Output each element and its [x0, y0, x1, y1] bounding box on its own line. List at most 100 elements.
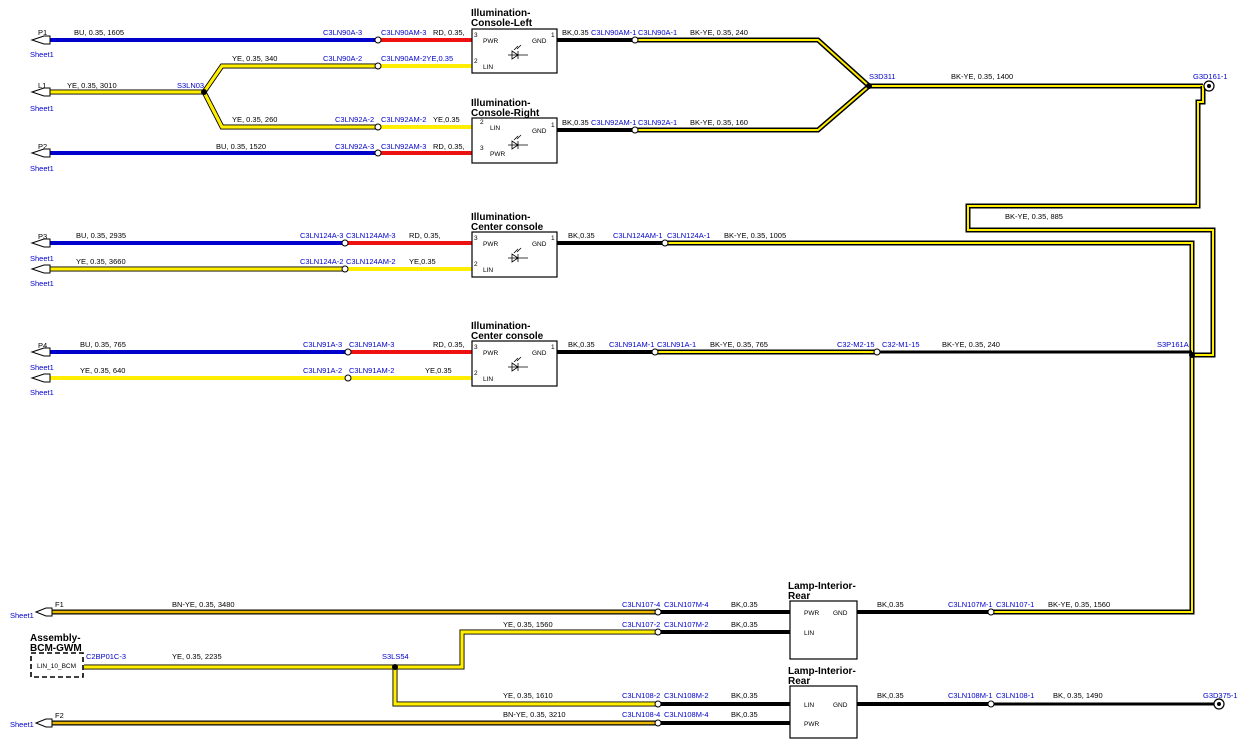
port-arrow-icon[interactable] [30, 347, 51, 357]
connector-id[interactable]: C3LN107-4 [622, 600, 660, 609]
ground-g3d375[interactable] [1213, 698, 1225, 710]
connector-id[interactable]: C3LN108M-2 [664, 691, 709, 700]
connector-id[interactable]: C3LN124AM-2 [346, 257, 396, 266]
connector-id[interactable]: C3LN90A-2 [323, 54, 362, 63]
connector-id[interactable]: C3LN92A-3 [335, 142, 374, 151]
port-arrow-icon[interactable] [30, 238, 51, 248]
connector-id[interactable]: C3LN92AM-3 [381, 142, 426, 151]
splice-label[interactable]: S3P161A [1157, 340, 1189, 349]
connector-id[interactable]: C3LN107M-1 [948, 600, 993, 609]
wire-ye1560[interactable] [395, 630, 656, 669]
inline-connector-c92a1[interactable] [631, 126, 639, 134]
connector-id[interactable]: C3LN108-1 [996, 691, 1034, 700]
connector-id[interactable]: C3LN91AM-2 [349, 366, 394, 375]
sheet-link[interactable]: Sheet1 [30, 279, 54, 288]
splice-s3d311[interactable] [866, 83, 872, 89]
sheet-link[interactable]: Sheet1 [30, 164, 54, 173]
port-arrow-icon[interactable] [34, 718, 53, 728]
connector-id[interactable]: C3LN92A-2 [335, 115, 374, 124]
sheet-link[interactable]: Sheet1 [10, 720, 34, 729]
wire-ye340[interactable] [202, 64, 376, 93]
connector-id[interactable]: C2BP01C-3 [86, 652, 126, 661]
splice-s3ls54[interactable] [392, 664, 398, 670]
port-label-p3[interactable]: P3 [38, 232, 47, 241]
splice-s3ln03[interactable] [201, 89, 207, 95]
inline-connector-c124a2[interactable] [341, 265, 349, 273]
connector-id[interactable]: C3LN124AM-1 [613, 231, 663, 240]
component-lamp-interior-rear-1[interactable]: Lamp-Interior- Rear PWR LIN GND [788, 581, 858, 660]
connector-id[interactable]: C3LN107M-4 [664, 600, 709, 609]
inline-connector-c1084[interactable] [654, 719, 662, 727]
inline-connector-c1071[interactable] [987, 608, 995, 616]
port-arrow-icon[interactable] [30, 264, 51, 274]
connector-id[interactable]: C3LN90AM-1 [591, 28, 636, 37]
sheet-link[interactable]: Sheet1 [10, 611, 34, 620]
inline-connector-c1072[interactable] [654, 628, 662, 636]
connector-id[interactable]: C3LN107-1 [996, 600, 1034, 609]
inline-connector-c91a2[interactable] [344, 374, 352, 382]
component-console-right[interactable]: Illumination- Console-Right LIN PWR GND … [471, 98, 558, 164]
port-label-l1[interactable]: L1 [38, 81, 46, 90]
sheet-link[interactable]: Sheet1 [30, 388, 54, 397]
ground-label[interactable]: G3D161-1 [1193, 72, 1228, 81]
connector-id[interactable]: C3LN108M-4 [664, 710, 709, 719]
connector-id[interactable]: C3LN92AM-2 [381, 115, 426, 124]
inline-connector-c91a3[interactable] [344, 348, 352, 356]
inline-connector-c32[interactable] [873, 348, 881, 356]
connector-id[interactable]: C3LN124AM-3 [346, 231, 396, 240]
connector-id[interactable]: C3LN107-2 [622, 620, 660, 629]
port-label-p2[interactable]: P2 [38, 142, 47, 151]
connector-id[interactable]: C32-M2-15 [837, 340, 875, 349]
sheet-link[interactable]: Sheet1 [30, 254, 54, 263]
connector-id[interactable]: C3LN92A-1 [638, 118, 677, 127]
inline-connector-c1081[interactable] [987, 700, 995, 708]
port-arrow-icon[interactable] [30, 87, 51, 97]
port-label-p4[interactable]: P4 [38, 341, 47, 350]
sheet-link[interactable]: Sheet1 [30, 363, 54, 372]
wire-bkye240[interactable] [637, 39, 870, 87]
port-arrow-icon[interactable] [34, 607, 53, 617]
connector-id[interactable]: C3LN90AM-2YE,0.35 [381, 54, 453, 63]
splice-label[interactable]: S3LS54 [382, 652, 409, 661]
port-arrow-icon[interactable] [30, 35, 51, 45]
sheet-link[interactable]: Sheet1 [30, 104, 54, 113]
inline-connector-c92a2[interactable] [374, 123, 382, 131]
inline-connector-c124a3[interactable] [341, 239, 349, 247]
inline-connector-c1082[interactable] [654, 700, 662, 708]
component-lamp-interior-rear-2[interactable]: Lamp-Interior- Rear LIN PWR GND [788, 666, 858, 739]
connector-id[interactable]: C3LN91A-2 [303, 366, 342, 375]
ground-label[interactable]: G3D375-1 [1203, 691, 1238, 700]
splice-s3p161a[interactable] [1189, 352, 1195, 358]
wire-bkye1005[interactable] [667, 242, 1193, 355]
component-console-left[interactable]: Illumination- Console-Left PWR LIN GND 3… [471, 8, 558, 74]
inline-connector-c1074[interactable] [654, 608, 662, 616]
connector-id[interactable]: C32-M1-15 [882, 340, 920, 349]
component-bcm-gwm[interactable]: Assembly- BCM-GWM LIN_10_BCM [30, 633, 84, 678]
connector-id[interactable]: C3LN92AM-1 [591, 118, 636, 127]
connector-id[interactable]: C3LN91A-1 [657, 340, 696, 349]
connector-id[interactable]: C3LN91AM-3 [349, 340, 394, 349]
sheet-link[interactable]: Sheet1 [30, 50, 54, 59]
connector-id[interactable]: C3LN90A-1 [638, 28, 677, 37]
wire-ye260[interactable] [202, 91, 376, 129]
port-label-p1[interactable]: P1 [38, 28, 47, 37]
inline-connector-c91a1[interactable] [651, 348, 659, 356]
inline-connector-c124a1[interactable] [661, 239, 669, 247]
port-arrow-icon[interactable] [30, 148, 51, 158]
connector-id[interactable]: C3LN124A-3 [300, 231, 343, 240]
ground-g3d161[interactable] [1203, 80, 1215, 92]
connector-id[interactable]: C3LN91A-3 [303, 340, 342, 349]
wire-bkye885[interactable] [967, 86, 1214, 356]
port-label-f2[interactable]: F2 [55, 711, 64, 720]
wire-ye1610[interactable] [393, 667, 656, 706]
wire-bkye160[interactable] [637, 85, 870, 131]
component-center-console-2[interactable]: Illumination- Center console PWR LIN GND… [471, 321, 558, 387]
connector-id[interactable]: C3LN91AM-1 [609, 340, 654, 349]
component-center-console-1[interactable]: Illumination- Center console PWR LIN GND… [471, 212, 558, 278]
connector-id[interactable]: C3LN124A-1 [667, 231, 710, 240]
inline-connector-c90a1[interactable] [631, 36, 639, 44]
port-label-f1[interactable]: F1 [55, 600, 64, 609]
connector-id[interactable]: C3LN107M-2 [664, 620, 709, 629]
connector-id[interactable]: C3LN108-4 [622, 710, 660, 719]
inline-connector-c90a3[interactable] [374, 36, 382, 44]
